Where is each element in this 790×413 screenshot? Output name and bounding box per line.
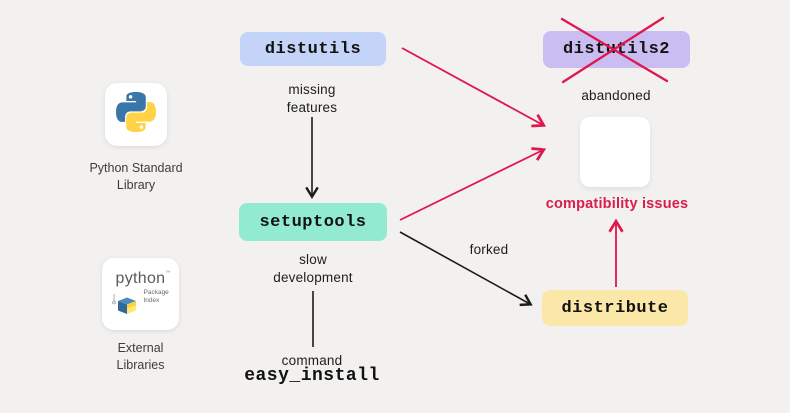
pypi-crate-icon	[110, 286, 142, 323]
node-setuptools-label: setuptools	[259, 212, 367, 232]
node-distribute-label: distribute	[561, 298, 669, 318]
arrow-distutils-to-whitebox	[401, 47, 547, 128]
node-distutils2-label: distutils2	[562, 40, 671, 59]
python-standard-library-label: Python Standard Library	[89, 161, 183, 192]
command-note: command	[281, 353, 343, 368]
python-standard-library-card	[105, 83, 167, 146]
node-distutils2: distutils2	[543, 31, 690, 68]
missing-features-note: missing features	[286, 82, 338, 115]
forked-note: forked	[469, 242, 509, 257]
pypi-card: python™ Package Index	[102, 258, 179, 330]
node-distribute: distribute	[542, 290, 688, 326]
node-distutils-label: distutils	[264, 39, 362, 59]
slow-development-note: slow development	[273, 252, 353, 285]
pypi-wordmark: python™	[115, 270, 171, 287]
compatibility-white-box	[580, 117, 650, 187]
node-distutils: distutils	[240, 32, 386, 66]
abandoned-note: abandoned	[581, 88, 651, 103]
python-logo-icon	[116, 92, 156, 137]
node-setuptools: setuptools	[239, 203, 387, 241]
pypi-logo-icon: python™ Package Index	[108, 266, 174, 322]
pypi-subtext: Package Index	[143, 289, 169, 305]
easy-install-label: easy_install	[244, 366, 380, 386]
arrow-setuptools-to-whitebox	[399, 147, 547, 221]
compatibility-issues-note: compatibility issues	[545, 196, 689, 212]
external-libraries-label: External Libraries	[116, 341, 165, 372]
trademark-symbol: ™	[165, 270, 171, 276]
